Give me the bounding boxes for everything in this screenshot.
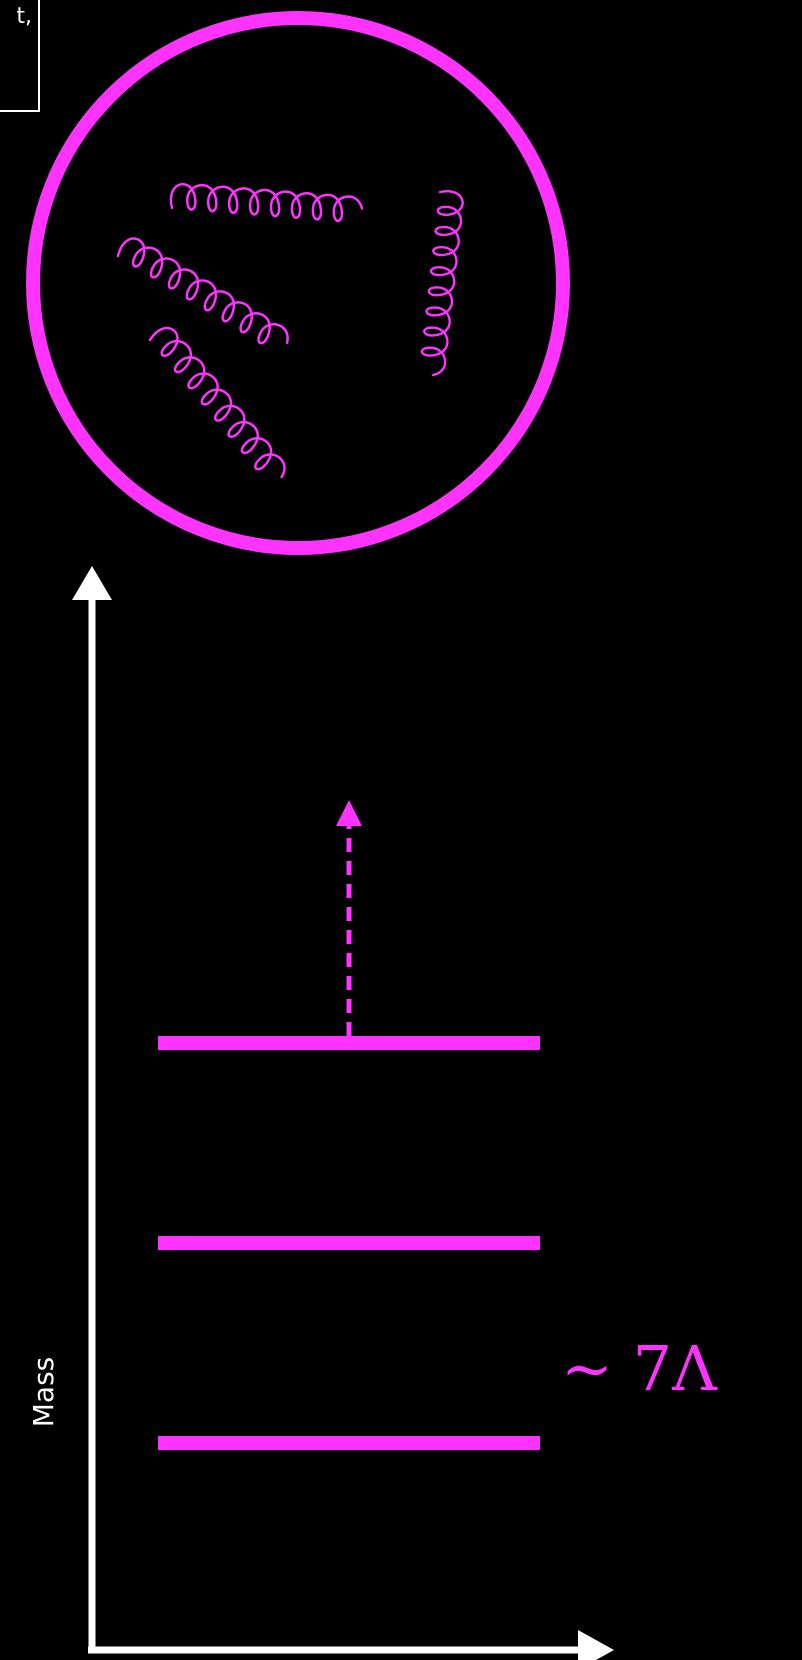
horizontal-axis-arrowhead [578, 1630, 614, 1660]
energy-level-2 [158, 1236, 540, 1250]
glueball-circle [33, 18, 563, 548]
gluon-coil-icon [390, 188, 496, 376]
gluon-coil-icon [122, 322, 317, 482]
gluon-coil-icon [106, 236, 302, 349]
energy-level-1 [158, 1436, 540, 1450]
energy-level-3 [158, 1036, 540, 1050]
dashed-up-arrow-icon [336, 800, 362, 1036]
gluon-coil-icon [167, 143, 364, 259]
mass-axis-arrowhead [72, 566, 112, 600]
lowest-level-label: ∼ 7Λ [561, 1334, 717, 1404]
